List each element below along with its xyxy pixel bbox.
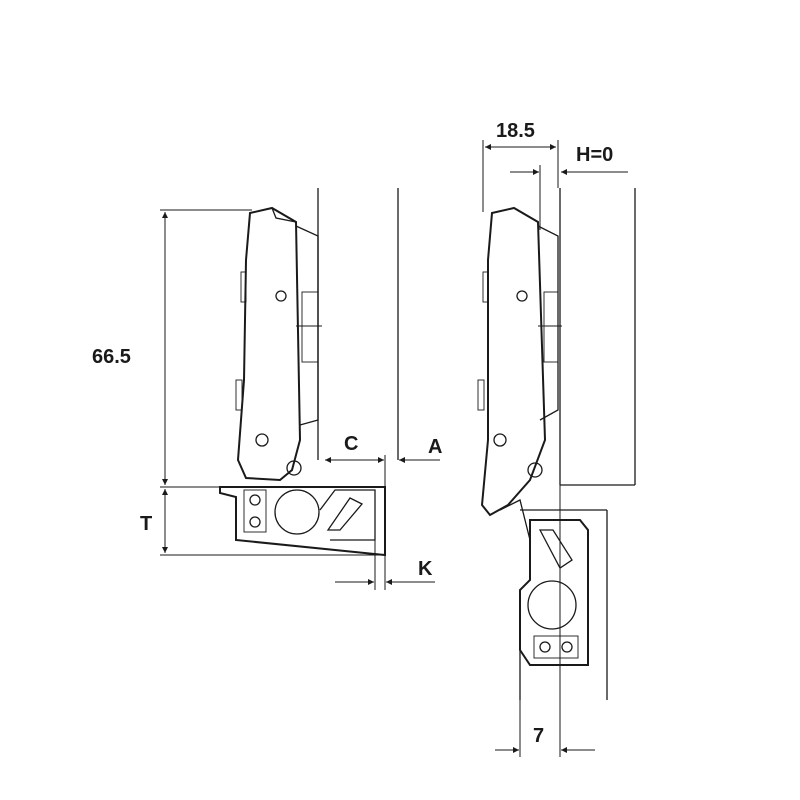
dimension-7: 7 [495, 485, 595, 757]
right-view: 18.5 H=0 7 [477, 120, 636, 757]
h-value-label: H=0 [576, 144, 613, 166]
height-label: 66.5 [92, 346, 131, 368]
dimension-t: T [140, 489, 385, 556]
right-cabinet-wall [559, 188, 636, 486]
overlay-depth-label: 18.5 [496, 120, 535, 142]
left-door-panel [317, 188, 399, 460]
left-view: 66.5 T C A K [92, 188, 442, 590]
dimension-18-5: 18.5 [482, 120, 559, 212]
left-hinge-arm [235, 206, 322, 482]
right-mounting-plate [519, 519, 589, 666]
dimension-66-5: 66.5 [92, 209, 252, 488]
dimension-h: H=0 [510, 144, 628, 230]
right-hinge-arm [477, 206, 562, 541]
a-label: A [428, 436, 442, 458]
offset-label: 7 [533, 725, 544, 747]
t-label: T [140, 513, 152, 535]
k-label: K [418, 558, 433, 580]
c-label: C [344, 433, 358, 455]
left-mounting-plate [219, 486, 386, 557]
dimension-k: K [335, 540, 435, 590]
dimension-c-a: C A [325, 433, 442, 590]
